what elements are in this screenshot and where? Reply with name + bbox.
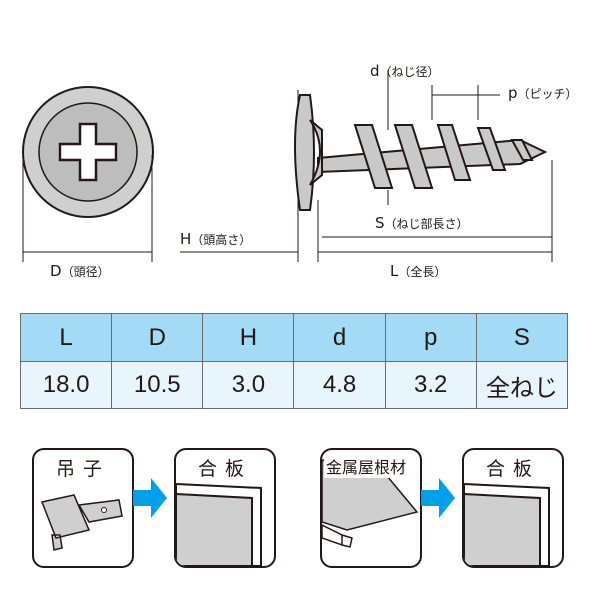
- table-header-row: L D H d p S: [19, 313, 569, 362]
- value-cell: 4.8: [293, 361, 386, 409]
- p-symbol: p: [508, 84, 518, 102]
- dd-note: （頭径）: [61, 265, 110, 279]
- l-label: L（全長）: [390, 262, 446, 280]
- box-title: 吊子: [55, 458, 110, 480]
- box-title: 金属屋根材: [324, 454, 409, 478]
- l-symbol: L: [390, 262, 399, 280]
- table-row: 18.0 10.5 3.0 4.8 3.2 全ねじ: [19, 361, 569, 409]
- d-note: （ねじ径）: [379, 65, 440, 79]
- d-label: d（ねじ径）: [370, 62, 440, 80]
- h-symbol: H: [180, 230, 192, 248]
- screw-drawing: [22, 70, 553, 262]
- s-symbol: S: [375, 214, 385, 232]
- plywood-icon: [464, 482, 550, 566]
- screw-side-view: [294, 94, 548, 211]
- header-cell: H: [202, 313, 295, 362]
- usage-from-metal-roof: 金属屋根材: [320, 448, 422, 568]
- dd-label: D（頭径）: [50, 262, 110, 280]
- dd-symbol: D: [50, 262, 62, 280]
- d-symbol: d: [370, 62, 380, 80]
- header-cell: d: [293, 313, 386, 362]
- value-cell: 3.0: [202, 361, 295, 409]
- usage-to-plywood: 合板: [174, 448, 276, 568]
- header-cell: S: [475, 313, 569, 362]
- value-cell: 18.0: [19, 361, 113, 409]
- h-label: H（頭高さ）: [180, 230, 251, 248]
- arrow-icon: [421, 478, 455, 518]
- h-note: （頭高さ）: [191, 233, 252, 247]
- header-cell: p: [384, 313, 477, 362]
- box-title: 合板: [197, 458, 252, 480]
- arrow-icon: [133, 478, 167, 518]
- value-cell: 10.5: [111, 361, 204, 409]
- header-cell: L: [19, 313, 113, 362]
- l-note: （全長）: [398, 265, 447, 279]
- value-cell: 全ねじ: [475, 361, 569, 409]
- screw-head-top-view: [22, 86, 154, 218]
- value-cell: 3.2: [384, 361, 477, 409]
- s-note: （ねじ部長さ）: [384, 217, 469, 231]
- spec-table: L D H d p S 18.0 10.5 3.0 4.8 3.2 全ねじ: [19, 313, 569, 409]
- plywood-icon: [176, 482, 262, 566]
- p-note: （ピッチ）: [517, 87, 578, 101]
- usage-to-plywood: 合板: [462, 448, 564, 568]
- box-title: 合板: [485, 458, 540, 480]
- clip-icon: [40, 494, 123, 551]
- s-label: S（ねじ部長さ）: [375, 214, 469, 232]
- p-label: p（ピッチ）: [508, 84, 578, 102]
- usage-from-clip: 吊子: [32, 448, 134, 568]
- header-cell: D: [111, 313, 204, 362]
